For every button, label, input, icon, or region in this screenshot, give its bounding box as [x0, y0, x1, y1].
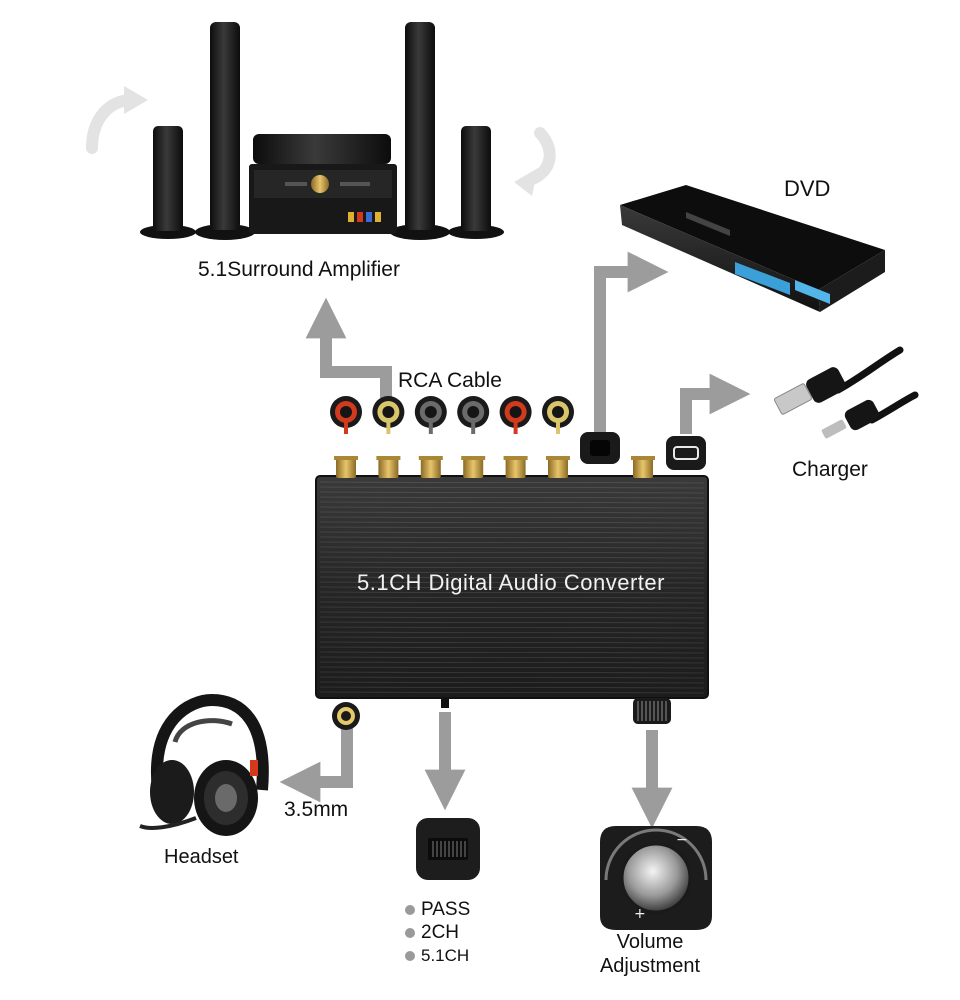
rca-output-jack-icon — [376, 456, 401, 478]
amplifier-label: 5.1Surround Amplifier — [198, 258, 400, 281]
rca-output-jack-icon — [503, 456, 528, 478]
svg-text:−: − — [676, 832, 688, 848]
bullet-dot-icon — [405, 950, 415, 961]
charger-label: Charger — [792, 458, 868, 481]
bullet-dot-icon — [405, 904, 415, 915]
speaker-system-image — [86, 22, 556, 240]
headset-label: Headset — [164, 846, 239, 868]
converter-box — [315, 456, 709, 730]
bullet-dot-icon — [405, 927, 415, 938]
mode-switch-nub — [441, 698, 449, 708]
mode-item: PASS — [405, 898, 470, 921]
rca-plug-white-icon — [542, 396, 574, 434]
rca-output-jack-icon — [546, 456, 570, 478]
mode-switch-icon — [416, 818, 480, 880]
headset-image — [139, 693, 269, 836]
optical-port-icon — [580, 432, 620, 464]
rca-plug-gray-icon — [457, 396, 490, 434]
arrow-to-headset — [279, 728, 353, 803]
rca-output-jack-icon — [334, 456, 358, 478]
charger-cable-image — [773, 346, 919, 439]
volume-label-line1: Volume — [616, 931, 684, 953]
mode-label: PASS — [421, 898, 471, 920]
rca-cable-label: RCA Cable — [398, 369, 502, 392]
dvd-player-image — [620, 185, 885, 312]
connection-arrows — [279, 251, 751, 829]
rca-output-jacks — [334, 456, 655, 478]
dvd-label: DVD — [784, 176, 831, 201]
headphone-jack-icon — [332, 702, 360, 730]
converter-title: 5.1CH Digital Audio Converter — [357, 570, 665, 595]
rca-output-jack-icon — [461, 456, 486, 478]
arrow-to-dvd — [594, 251, 669, 440]
mode-label: 5.1CH — [421, 945, 470, 965]
usb-port-icon — [666, 436, 706, 470]
mode-item: 5.1CH — [405, 944, 470, 967]
arrow-to-charger — [680, 373, 751, 434]
rca-plug-red-icon — [499, 396, 532, 434]
volume-label: Volume Adjustment — [580, 930, 720, 978]
coaxial-jack-icon — [631, 456, 655, 478]
arrow-to-amplifier — [305, 297, 392, 412]
rca-plug-red-icon — [330, 396, 362, 434]
volume-label-line2: Adjustment — [599, 955, 701, 977]
mode-label: 2CH — [421, 921, 460, 943]
svg-text:+: + — [634, 906, 646, 922]
volume-knob-icon — [633, 698, 671, 724]
mode-list: PASS 2CH 5.1CH — [405, 898, 470, 967]
mode-item: 2CH — [405, 921, 470, 944]
volume-dial-icon: + − — [600, 826, 712, 930]
rca-output-jack-icon — [418, 456, 443, 478]
rca-plug-white-icon — [372, 396, 405, 434]
rca-cable-plugs — [330, 396, 574, 434]
jack-size-label: 3.5mm — [284, 798, 349, 821]
rca-plug-gray-icon — [414, 396, 447, 434]
